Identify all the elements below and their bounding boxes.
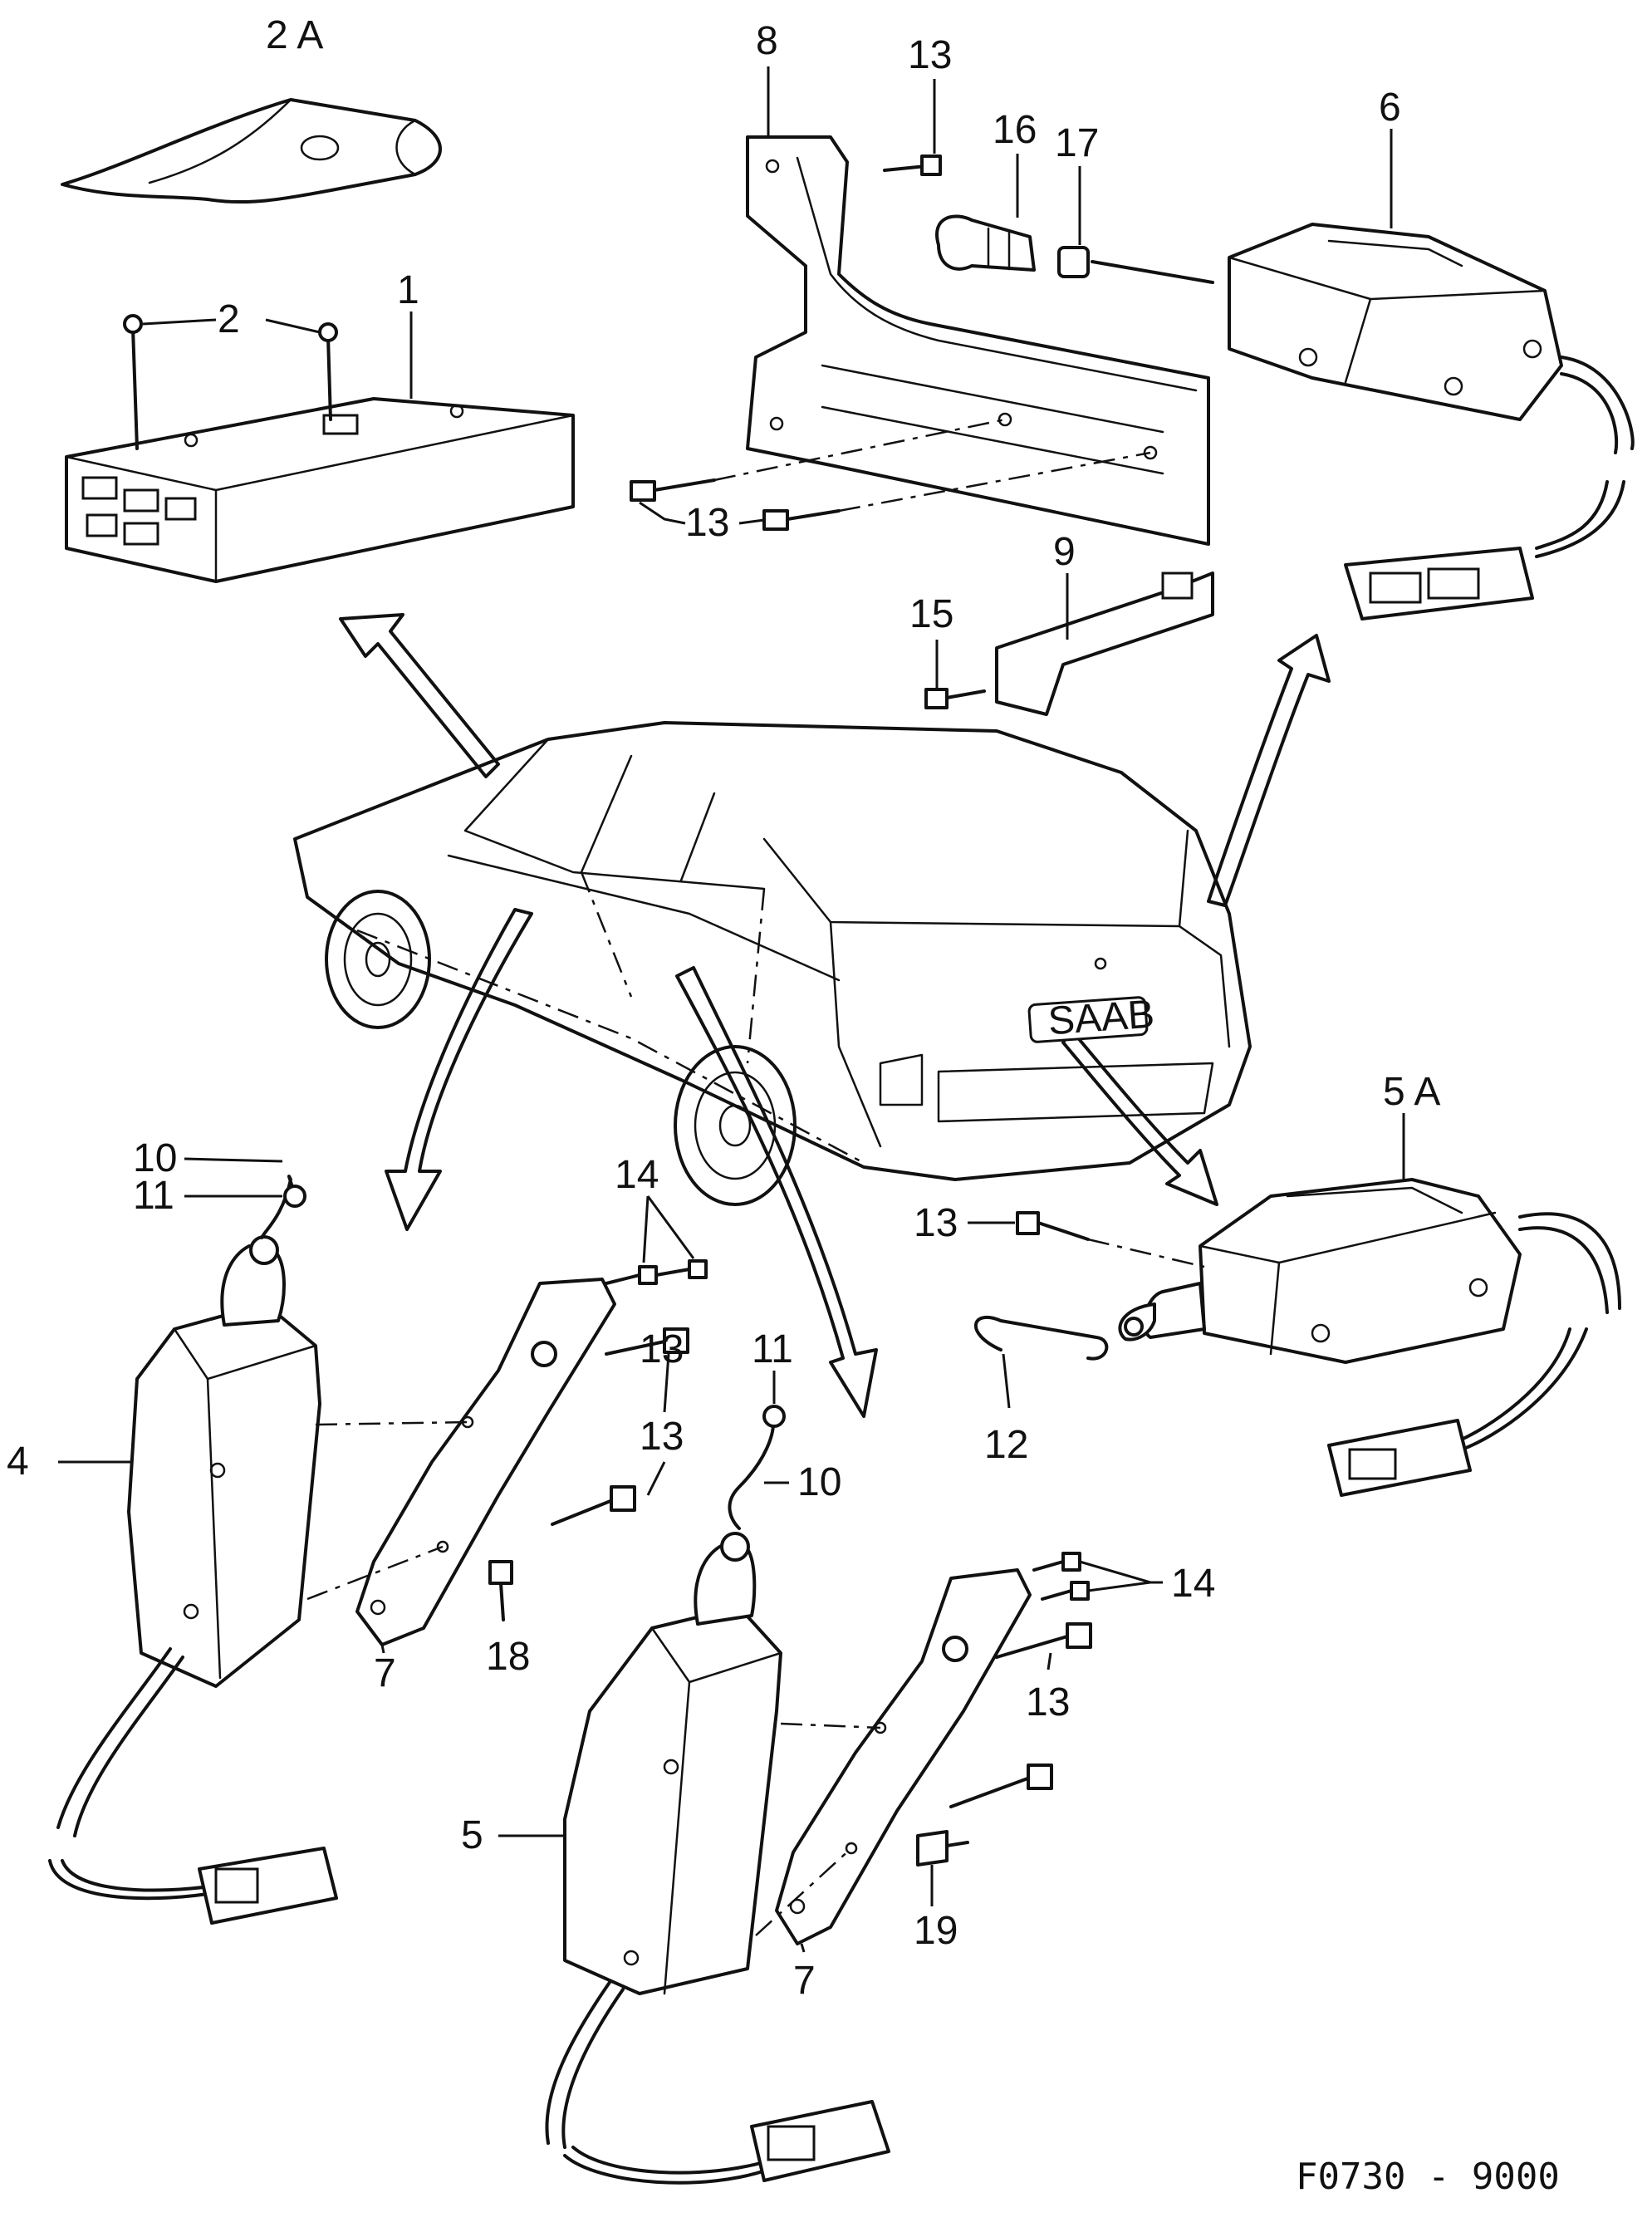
car-wheel-front bbox=[325, 890, 431, 1029]
part-9-bracket bbox=[995, 571, 1214, 716]
callout-6: 6 bbox=[1379, 86, 1401, 130]
part-12-rod bbox=[973, 1315, 1109, 1361]
part-5-lock-motor bbox=[545, 1532, 890, 2185]
part-19-pin bbox=[916, 1830, 969, 1867]
arrow-to-lock-5 bbox=[675, 966, 878, 1418]
reference-code: F0730 - 9000 bbox=[1296, 2156, 1560, 2198]
callout-5: 5 bbox=[461, 1813, 483, 1857]
callout-7-left: 7 bbox=[374, 1651, 396, 1695]
callout-13-5a: 13 bbox=[914, 1201, 958, 1245]
part-10-rod-left bbox=[260, 1175, 297, 1239]
callout-16: 16 bbox=[993, 108, 1037, 152]
part-2a-padding bbox=[61, 98, 442, 204]
connector-6 bbox=[1344, 480, 1625, 621]
callout-11-left: 11 bbox=[133, 1174, 174, 1218]
callout-10-left: 10 bbox=[133, 1136, 177, 1180]
callout-13-plate-b: 13 bbox=[640, 1327, 684, 1371]
callout-5a: 5 A bbox=[1383, 1070, 1440, 1114]
callout-4: 4 bbox=[7, 1440, 29, 1484]
part-10-rod-mid bbox=[728, 1415, 775, 1530]
screws-13-plate-left bbox=[306, 1327, 689, 1601]
part-6-actuator bbox=[1228, 223, 1635, 454]
callout-10-mid: 10 bbox=[797, 1460, 841, 1504]
callout-labels: 2 A 1 2 8 13 16 17 6 13 9 15 11 10 14 4 … bbox=[7, 13, 1560, 2198]
screws-13-bracket bbox=[630, 418, 1151, 531]
callout-19: 19 bbox=[914, 1909, 958, 1953]
callout-2: 2 bbox=[218, 297, 240, 341]
part-4-lock-motor bbox=[48, 1235, 338, 1925]
part-1-control-unit bbox=[65, 397, 575, 583]
callout-18: 18 bbox=[486, 1635, 530, 1679]
part-8-bracket bbox=[746, 135, 1210, 546]
arrow-to-actuator-6 bbox=[1207, 634, 1331, 907]
callout-2a: 2 A bbox=[266, 13, 323, 57]
part-17-bushing bbox=[1057, 246, 1090, 278]
callout-7-right: 7 bbox=[793, 1959, 816, 2003]
screw-13-top bbox=[883, 155, 942, 176]
callout-1: 1 bbox=[397, 268, 419, 312]
part-7-plate-left bbox=[355, 1278, 616, 1646]
part-7-plate-right bbox=[755, 1568, 1032, 1945]
part-11-clip-mid bbox=[762, 1405, 786, 1428]
screw-13-5a bbox=[968, 1211, 1205, 1268]
callout-13-top: 13 bbox=[908, 33, 952, 77]
arrow-to-control-unit bbox=[339, 613, 500, 778]
arrow-to-lock-4 bbox=[385, 908, 533, 1231]
callout-9: 9 bbox=[1053, 530, 1076, 574]
car-badge: SAAB bbox=[1047, 992, 1155, 1043]
arrow-to-lock-5a bbox=[1061, 1028, 1218, 1206]
callout-13-plate-a: 13 bbox=[640, 1415, 684, 1459]
car-wheel-rear bbox=[674, 1045, 797, 1206]
screws-13-plate-right bbox=[949, 1622, 1092, 1808]
part-2-screws bbox=[123, 314, 338, 450]
part-5a-trunk-actuator bbox=[1118, 1178, 1621, 1497]
callout-14-right: 14 bbox=[1171, 1562, 1215, 1606]
callout-15: 15 bbox=[909, 592, 953, 636]
callout-13-plate2: 13 bbox=[1026, 1680, 1070, 1724]
callout-8: 8 bbox=[756, 19, 778, 63]
callout-17: 17 bbox=[1055, 121, 1099, 165]
callout-11-mid: 11 bbox=[752, 1327, 793, 1371]
screws-14-mid bbox=[605, 1195, 708, 1285]
callout-13-bracket: 13 bbox=[685, 501, 729, 545]
screws-14-right bbox=[1032, 1552, 1163, 1601]
callout-12: 12 bbox=[984, 1423, 1028, 1467]
car-body: SAAB bbox=[293, 721, 1252, 1181]
part-16-grommet bbox=[935, 214, 1036, 272]
part-11-clip-left bbox=[283, 1185, 306, 1208]
screw-18 bbox=[488, 1560, 513, 1621]
callout-14-mid: 14 bbox=[615, 1153, 659, 1197]
screw-15 bbox=[924, 688, 986, 709]
